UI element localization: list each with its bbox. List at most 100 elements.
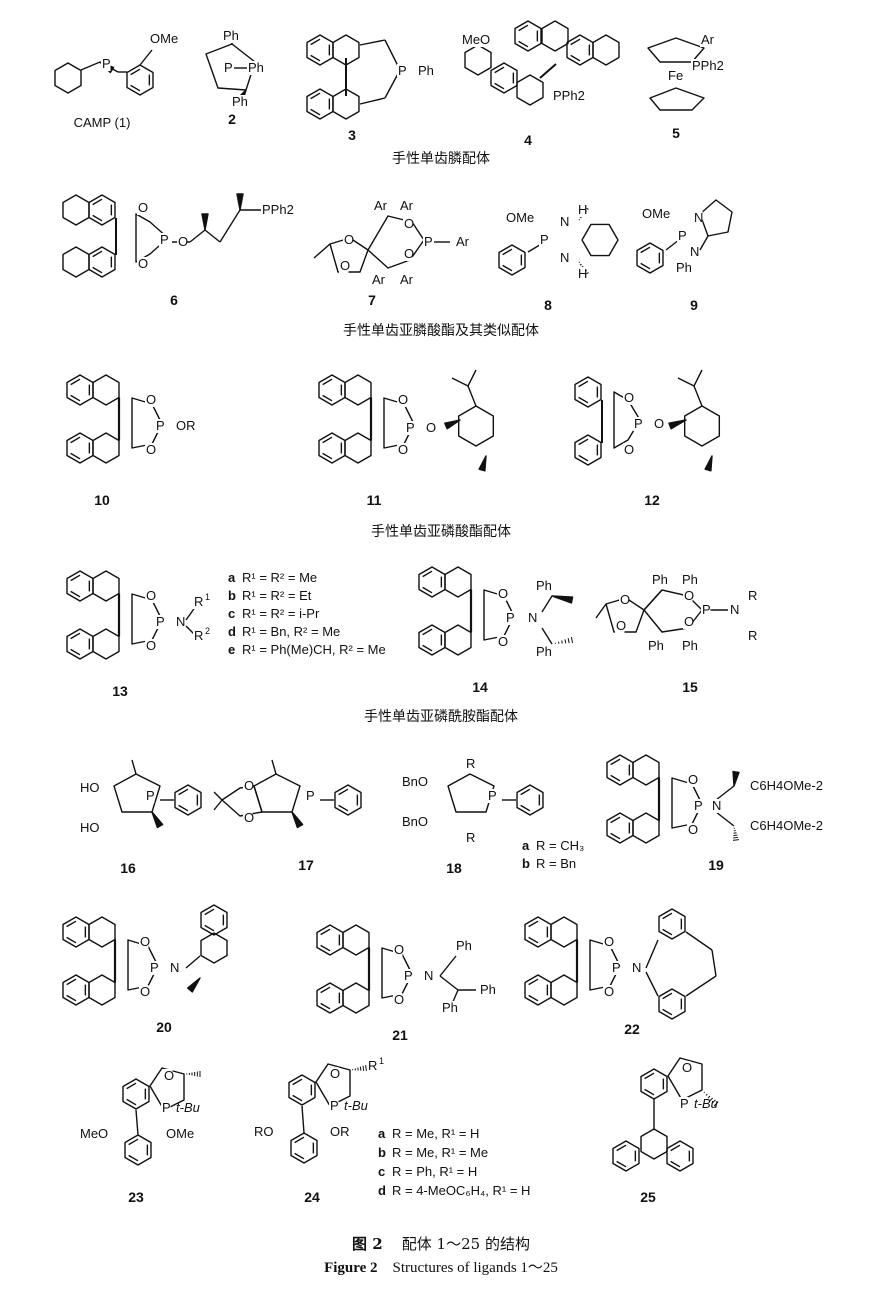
label-mask	[145, 589, 155, 603]
wedge-bond	[551, 595, 574, 604]
label-mask	[159, 233, 169, 247]
bond	[640, 246, 651, 254]
bond	[70, 648, 81, 656]
label-mask	[193, 629, 203, 643]
label-mask	[505, 211, 530, 225]
label-mask	[145, 443, 155, 457]
bond	[80, 61, 101, 71]
atom-label: P	[540, 232, 549, 247]
label-mask	[149, 32, 174, 46]
atom-label: P	[306, 788, 315, 803]
bond	[709, 1097, 714, 1102]
ring	[457, 405, 495, 447]
label-mask	[403, 217, 413, 231]
label-mask	[243, 811, 253, 825]
atom-label: Ph	[223, 28, 239, 43]
label-mask	[137, 201, 147, 215]
bond	[70, 394, 81, 402]
atom-label: P	[702, 602, 711, 617]
bond	[541, 627, 553, 645]
bond	[320, 928, 331, 936]
label-mask	[611, 961, 621, 975]
label-mask	[623, 443, 633, 457]
label-mask	[641, 207, 666, 221]
ring	[342, 924, 370, 956]
atom-label: O	[398, 442, 408, 457]
ring	[636, 242, 664, 274]
compound-number: 16	[120, 860, 136, 876]
label-mask	[603, 935, 613, 949]
variant-text: R = Ph, R¹ = H	[392, 1164, 477, 1179]
atom-label: H	[578, 266, 587, 281]
atom-label: O	[164, 1068, 174, 1083]
label-mask	[397, 393, 407, 407]
label-mask	[399, 199, 416, 213]
label-mask	[305, 789, 315, 803]
bond	[313, 243, 331, 259]
label-mask	[393, 993, 403, 1007]
ring	[516, 74, 544, 106]
ring	[699, 199, 733, 237]
bond	[213, 799, 223, 811]
bond	[610, 832, 621, 840]
bond	[310, 38, 321, 46]
atom-label: O	[394, 942, 404, 957]
label-mask	[222, 29, 239, 43]
bond	[294, 1136, 305, 1144]
variant-key: a	[522, 838, 530, 853]
atom-label: O	[604, 934, 614, 949]
atom-label: O	[140, 934, 150, 949]
atom-label: O	[684, 614, 694, 629]
bond	[189, 229, 206, 243]
bond	[439, 975, 459, 991]
atom-label: R	[748, 628, 757, 643]
label-mask	[675, 261, 692, 275]
ring	[666, 1140, 694, 1172]
wedge-bond	[732, 770, 740, 787]
ring	[88, 916, 116, 948]
bond	[322, 452, 333, 460]
wedge-bond	[151, 811, 164, 829]
atom-label: Ph	[248, 60, 264, 75]
bond	[365, 1064, 367, 1072]
bond	[322, 394, 333, 402]
atom-label: MeO	[80, 1126, 108, 1141]
label-mask	[417, 64, 434, 78]
bond	[320, 1002, 331, 1010]
label-mask	[223, 61, 233, 75]
bond	[520, 804, 531, 812]
ring	[514, 20, 542, 52]
atom-label: O	[244, 810, 254, 825]
label-mask	[455, 235, 472, 249]
bond	[711, 1099, 716, 1104]
label-mask	[175, 615, 185, 629]
bond	[131, 759, 137, 775]
label-mask	[423, 235, 433, 249]
bond	[213, 791, 223, 801]
caption-label-en: Figure 2	[324, 1260, 378, 1276]
atom-label: R	[368, 1058, 377, 1073]
bond	[541, 595, 553, 613]
ring	[288, 1074, 316, 1106]
label-mask	[479, 983, 496, 997]
atom-label: Ph	[442, 1000, 458, 1015]
caption-text-en: Structures of ligands 1～25	[392, 1260, 558, 1276]
variant-key: b	[378, 1145, 386, 1160]
atom-label: O	[688, 772, 698, 787]
bond	[685, 931, 713, 951]
label-mask	[177, 235, 187, 249]
variant-text: R = Bn	[536, 856, 576, 871]
atom-label: O	[178, 234, 188, 249]
variant-key: a	[378, 1126, 386, 1141]
atom-label: Ph	[652, 572, 668, 587]
atom-label: P	[634, 416, 643, 431]
wedge-bond	[478, 455, 487, 472]
label-mask	[79, 1127, 104, 1141]
atom-label: Ph	[648, 638, 664, 653]
ring	[632, 754, 660, 786]
ring	[640, 1128, 668, 1160]
label-mask	[261, 203, 293, 217]
atom-label: PPh2	[692, 58, 724, 73]
label-mask	[145, 639, 155, 653]
bond	[570, 636, 574, 644]
